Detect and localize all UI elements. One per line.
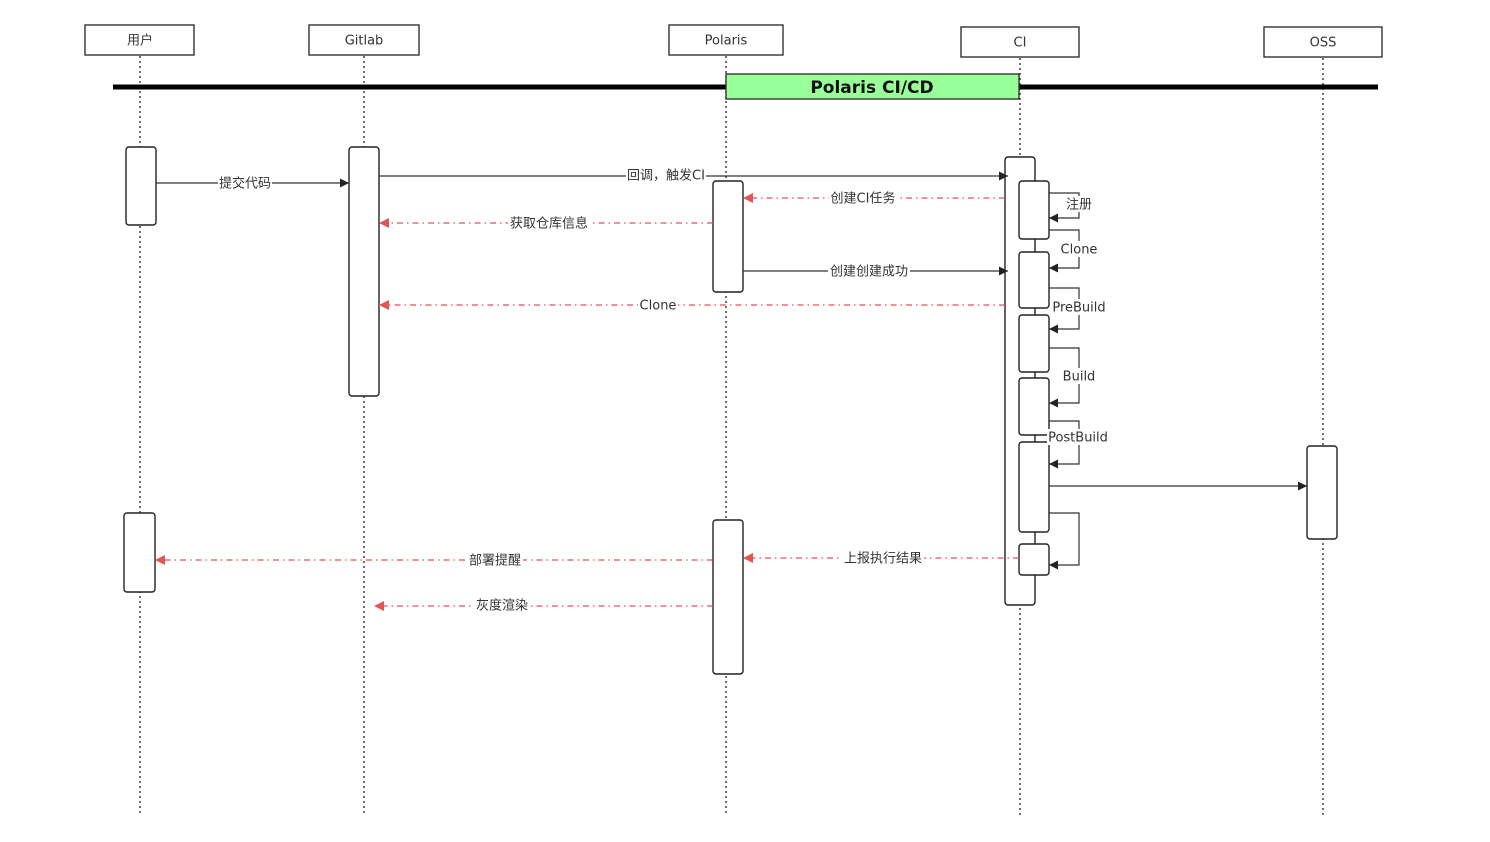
ci-step-prebuild: PreBuild [1049, 287, 1107, 334]
activation-gitlab [348, 146, 380, 397]
ci-step-report-loop [1049, 512, 1080, 570]
participant-polaris-label: Polaris [705, 34, 748, 49]
message-clone: Clone [379, 297, 1005, 314]
message-deploy-notice: 部署提醒 [155, 553, 713, 569]
activation-polaris-1 [712, 180, 744, 293]
participant-oss-label: OSS [1310, 36, 1337, 51]
ci-step-postbuild: PostBuild [1047, 420, 1109, 469]
activation-polaris-2 [712, 519, 744, 675]
participant-user: 用户 [84, 24, 195, 56]
message-report-result: 上报执行结果 [743, 550, 1019, 567]
message-clone-label: Clone [640, 299, 677, 314]
activation-user-2 [123, 512, 156, 593]
message-create-ci-task: 创建CI任务 [743, 190, 1005, 207]
message-get-repo-info: 获取仓库信息 [379, 215, 713, 232]
message-deploy-notice-label: 部署提醒 [469, 553, 521, 569]
ci-step-postbuild-label: PostBuild [1048, 431, 1108, 446]
participant-user-label: 用户 [127, 33, 153, 49]
participant-gitlab-label: Gitlab [345, 34, 384, 49]
activation-ci-step-1 [1018, 180, 1050, 240]
participant-gitlab: Gitlab [308, 24, 420, 56]
message-create-ci-task-label: 创建CI任务 [831, 191, 896, 207]
message-create-success-label: 创建创建成功 [830, 265, 908, 280]
ci-step-build-label: Build [1063, 370, 1096, 385]
message-report-result-label: 上报执行结果 [844, 552, 922, 567]
message-gray-render-label: 灰度渲染 [476, 598, 528, 614]
message-get-repo-info-label: 获取仓库信息 [510, 216, 588, 232]
message-commit-label: 提交代码 [219, 176, 271, 192]
activation-oss [1306, 445, 1338, 540]
activation-ci-step-2 [1018, 251, 1050, 309]
activation-ci-step-3 [1018, 314, 1050, 373]
message-callback: 回调，触发CI [379, 167, 1008, 184]
message-create-success: 创建创建成功 [743, 263, 1008, 280]
ci-step-build: Build [1049, 347, 1098, 408]
ci-step-clone-label: Clone [1061, 243, 1098, 258]
participant-oss: OSS [1263, 26, 1383, 58]
participant-ci: CI [960, 26, 1080, 58]
banner-title: Polaris CI/CD [810, 78, 933, 98]
activation-ci-step-6 [1018, 543, 1050, 576]
participant-polaris: Polaris [668, 24, 784, 56]
ci-step-clone: Clone [1049, 229, 1100, 273]
ci-step-register: 注册 [1049, 192, 1094, 223]
participant-ci-label: CI [1014, 36, 1027, 51]
activation-ci-step-5 [1018, 441, 1050, 533]
ci-step-register-label: 注册 [1066, 198, 1092, 213]
banner: Polaris CI/CD [725, 73, 1020, 100]
message-commit: 提交代码 [156, 175, 349, 192]
activation-ci-step-4 [1018, 377, 1050, 436]
message-gray-render: 灰度渲染 [374, 598, 713, 614]
activation-user-1 [125, 146, 157, 226]
message-callback-label: 回调，触发CI [627, 168, 705, 184]
ci-step-prebuild-label: PreBuild [1052, 301, 1105, 316]
